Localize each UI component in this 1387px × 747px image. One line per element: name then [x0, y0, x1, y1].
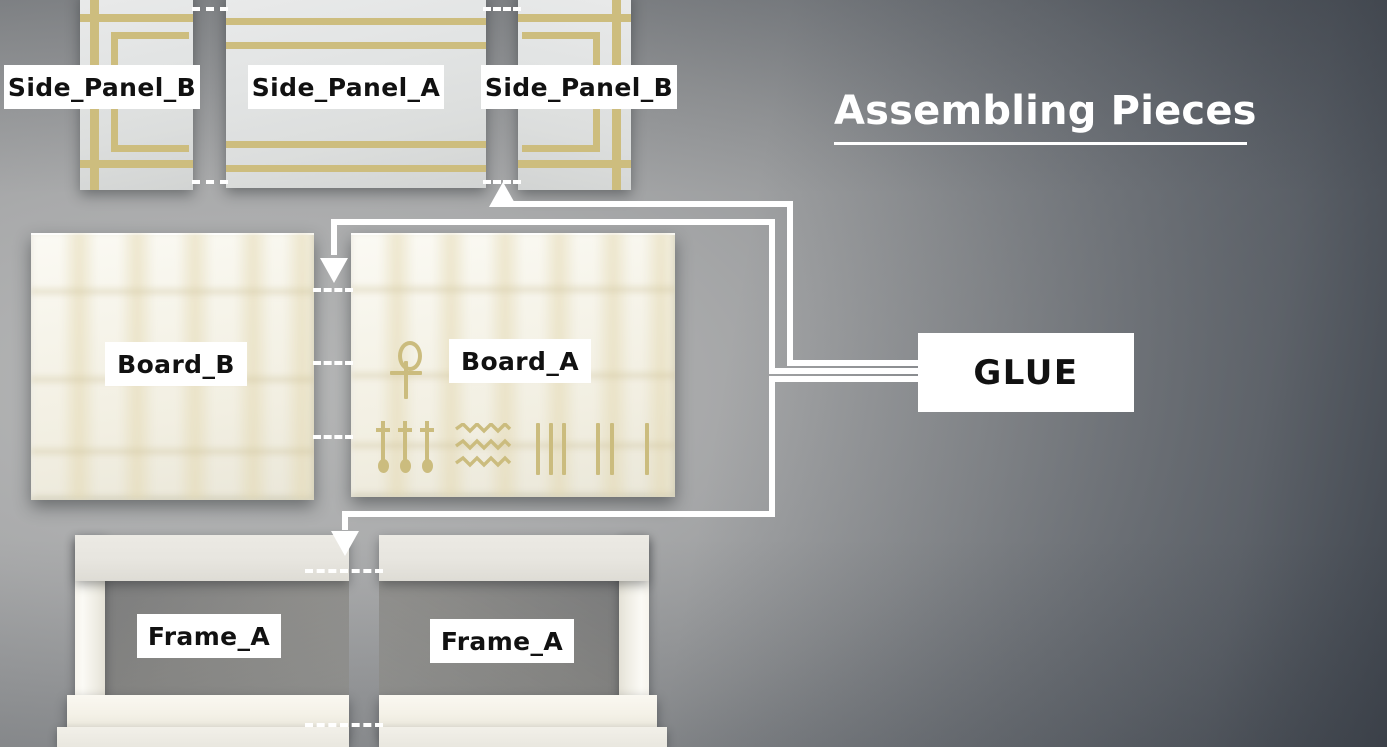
gold-inlay-horizontal-bottom — [80, 160, 193, 168]
label-text: Side_Panel_A — [251, 72, 441, 102]
board-texture-band — [31, 445, 314, 458]
seam-frame-left-to-right-bottom — [305, 723, 383, 727]
gold-inlay-band-top-outer — [226, 18, 486, 25]
seam-side-panel-a-to-b-right-top — [483, 7, 521, 11]
label-board-a[interactable]: Board_A — [449, 339, 591, 383]
seam-board-b-to-a-middle — [313, 361, 353, 365]
gold-inlay-horizontal-top — [518, 14, 631, 22]
label-side-panel-a[interactable]: Side_Panel_A — [248, 65, 444, 109]
glue-node[interactable]: GLUE — [918, 333, 1134, 412]
glyph-three-ankh-staffs — [376, 421, 441, 475]
label-text: Board_A — [461, 346, 579, 376]
label-text: Side_Panel_B — [7, 72, 197, 102]
title-underline — [834, 142, 1247, 145]
gold-inlay-inner-top — [111, 32, 189, 39]
frame-foot — [57, 727, 349, 747]
label-text: Side_Panel_B — [484, 72, 674, 102]
board-texture-stripe — [61, 233, 97, 500]
seam-side-panel-b-left-to-a-bottom — [192, 180, 228, 184]
board-texture-band — [31, 285, 314, 298]
glyph-water-ripples — [454, 421, 512, 475]
seam-side-panel-a-to-b-right-bottom — [483, 180, 521, 184]
gold-inlay-band-top-inner — [226, 42, 486, 49]
label-side-panel-b-right[interactable]: Side_Panel_B — [481, 65, 677, 109]
gold-inlay-inner-bottom — [111, 145, 189, 152]
board-texture-band — [351, 283, 675, 296]
seam-board-b-to-a-bottom — [313, 435, 353, 439]
glyph-ankh — [389, 341, 423, 399]
gold-inlay-inner-top — [522, 32, 600, 39]
label-board-b[interactable]: Board_B — [105, 342, 247, 386]
label-text: Frame_A — [440, 626, 564, 656]
glue-label-text: GLUE — [973, 352, 1079, 393]
seam-frame-left-to-right-top — [305, 569, 383, 573]
board-texture-stripe — [284, 233, 314, 500]
glyph-tally-one — [645, 423, 653, 475]
frame-foot — [379, 727, 667, 747]
gold-inlay-horizontal-top — [80, 14, 193, 22]
label-text: Board_B — [117, 349, 235, 379]
glyph-tally-two — [596, 423, 619, 475]
gold-inlay-band-bottom-outer — [226, 165, 486, 172]
frame-lintel — [75, 535, 349, 581]
gold-inlay-band-bottom-inner — [226, 141, 486, 148]
seam-side-panel-b-left-to-a-top — [192, 7, 228, 11]
frame-base — [67, 695, 349, 731]
seam-board-b-to-a-top — [313, 288, 353, 292]
label-side-panel-b-left[interactable]: Side_Panel_B — [4, 65, 200, 109]
label-frame-a-right[interactable]: Frame_A — [430, 619, 574, 663]
page-title-block: Assembling Pieces — [834, 88, 1257, 145]
glyph-tally-three — [536, 423, 572, 475]
gold-inlay-inner-bottom — [522, 145, 600, 152]
frame-lintel — [379, 535, 649, 581]
frame-base — [379, 695, 657, 731]
label-frame-a-left[interactable]: Frame_A — [137, 614, 281, 658]
page-title: Assembling Pieces — [834, 88, 1257, 134]
label-text: Frame_A — [147, 621, 271, 651]
gold-inlay-horizontal-bottom — [518, 160, 631, 168]
